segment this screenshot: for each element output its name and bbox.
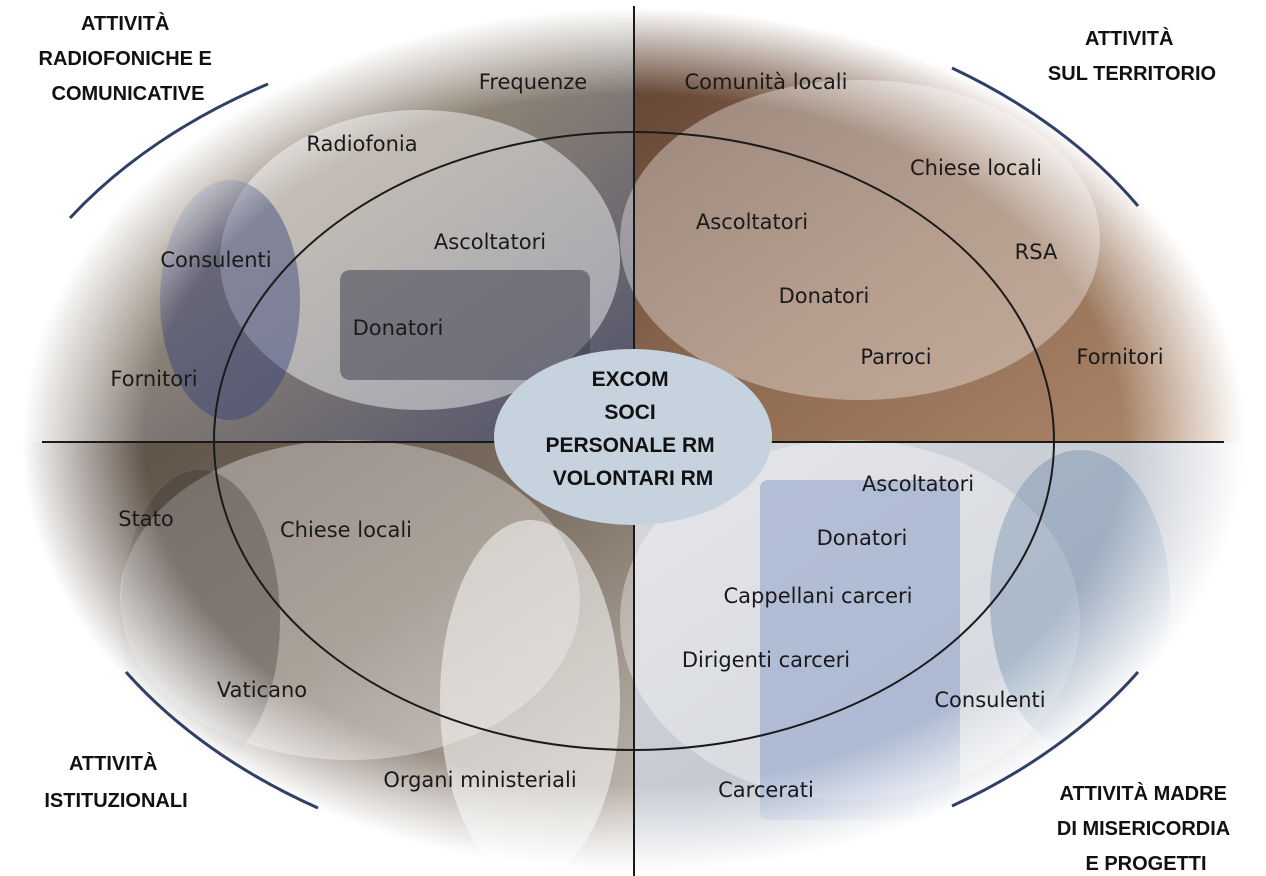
label-rsa: RSA	[1015, 240, 1058, 264]
label-frequenze: Frequenze	[479, 70, 587, 94]
title-line: SUL TERRITORIO	[1048, 63, 1216, 85]
label-radiofonia: Radiofonia	[306, 132, 417, 156]
title-line: ATTIVITÀ	[1085, 27, 1174, 50]
photo-radio-maria-image	[634, 442, 1266, 876]
arc-top-right	[951, 66, 1140, 207]
label-carcerati: Carcerati	[718, 778, 814, 802]
label-cappellani-carceri: Cappellani carceri	[724, 584, 913, 608]
label-donatori: Donatori	[779, 284, 870, 308]
center-line: EXCOM	[592, 368, 669, 391]
title-top-right: ATTIVITÀ SUL TERRITORIO	[1048, 27, 1216, 85]
title-bottom-left: ATTIVITÀ ISTITUZIONALI	[44, 752, 187, 812]
photo-highlight	[620, 80, 1100, 400]
label-chiese-locali: Chiese locali	[280, 518, 412, 542]
title-line: ISTITUZIONALI	[44, 790, 187, 812]
label-ascoltatori: Ascoltatori	[862, 472, 974, 496]
title-bottom-right: ATTIVITÀ MADRE DI MISERICORDIA E PROGETT…	[1057, 782, 1235, 875]
label-fornitori: Fornitori	[110, 367, 197, 391]
title-line: ATTIVITÀ	[69, 752, 158, 775]
label-parroci: Parroci	[860, 345, 931, 369]
arc-bottom-right	[951, 671, 1140, 808]
center-node	[494, 349, 772, 525]
inner-ellipse	[213, 131, 1055, 751]
label-ascoltatori: Ascoltatori	[434, 230, 546, 254]
label-vaticano: Vaticano	[217, 678, 307, 702]
center-line: SOCI	[604, 401, 655, 424]
title-line: ATTIVITÀ	[81, 12, 170, 35]
title-top-left: ATTIVITÀ RADIOFONICHE E COMUNICATIVE	[39, 12, 218, 105]
photo-mixer-shape	[340, 270, 590, 380]
label-consulenti: Consulenti	[160, 248, 271, 272]
photo-speaker-shape	[990, 450, 1170, 750]
label-comunita-locali: Comunità locali	[685, 70, 848, 94]
label-fornitori: Fornitori	[1076, 345, 1163, 369]
arc-top-left	[68, 82, 269, 220]
photo-figure-shape	[120, 470, 280, 770]
title-line: COMUNICATIVE	[52, 83, 205, 105]
photo-figure-shape	[440, 520, 620, 876]
label-ascoltatori: Ascoltatori	[696, 210, 808, 234]
title-line: DI MISERICORDIA	[1057, 818, 1230, 840]
label-consulenti: Consulenti	[934, 688, 1045, 712]
photo-person-shape	[160, 180, 300, 420]
photo-highlight	[620, 440, 1080, 800]
label-dirigenti-carceri: Dirigenti carceri	[682, 648, 850, 672]
label-stato: Stato	[118, 507, 174, 531]
label-chiese-locali: Chiese locali	[910, 156, 1042, 180]
label-donatori: Donatori	[817, 526, 908, 550]
center-line: PERSONALE RM	[545, 434, 714, 457]
center-text: EXCOM SOCI PERSONALE RM VOLONTARI RM	[545, 368, 720, 490]
arc-bottom-left	[124, 671, 319, 810]
title-line: ATTIVITÀ MADRE	[1060, 782, 1227, 805]
photo-frame-shape	[760, 480, 960, 820]
title-line: E PROGETTI	[1085, 853, 1206, 875]
label-organi-ministeriali: Organi ministeriali	[383, 768, 576, 792]
title-line: RADIOFONICHE E	[39, 48, 212, 70]
label-donatori: Donatori	[353, 316, 444, 340]
center-line: VOLONTARI RM	[553, 467, 714, 490]
photo-rosary	[634, 0, 1266, 442]
